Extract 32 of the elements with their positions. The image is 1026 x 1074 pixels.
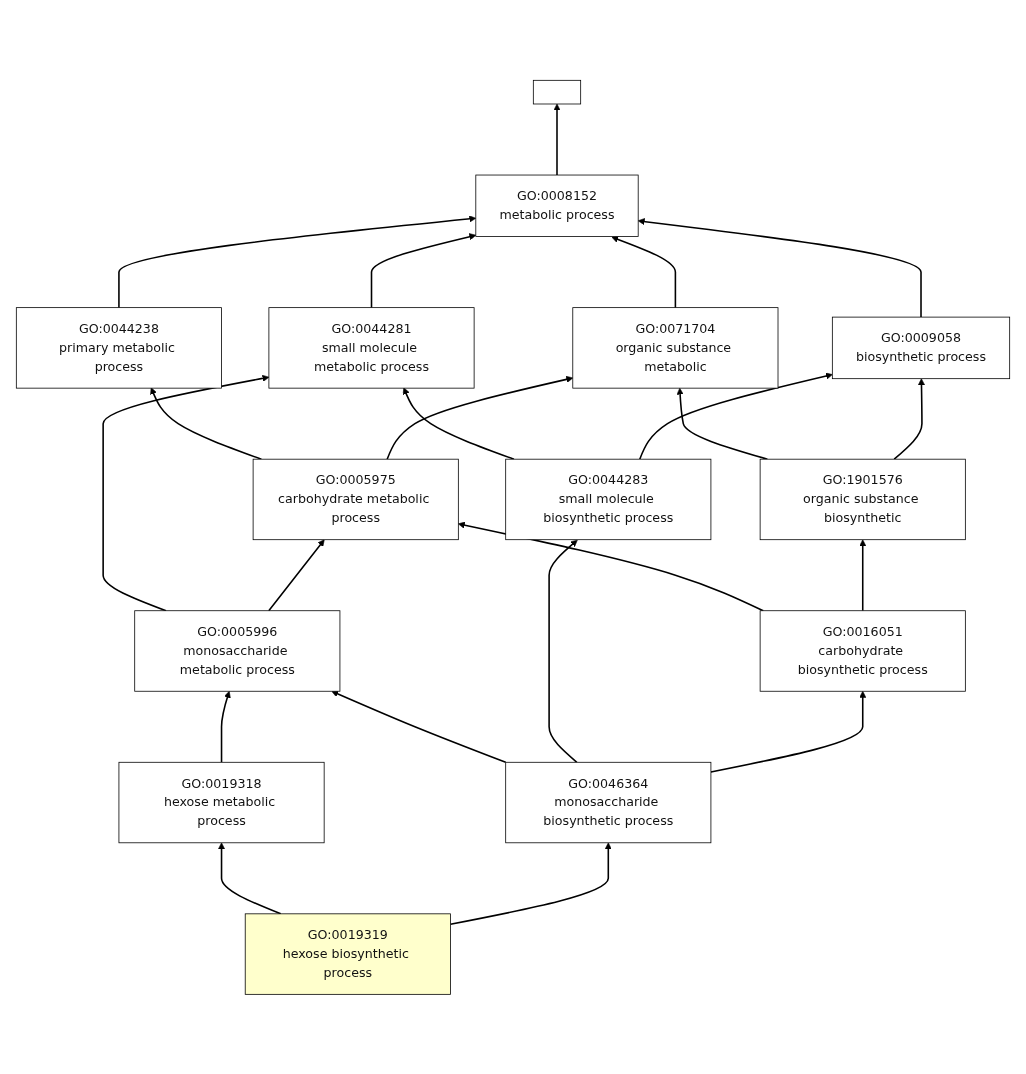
node-box: GO:0044283 small molecule biosynthetic process (505, 458, 712, 540)
node-box: GO:0044238 primary metabolic process (15, 306, 222, 389)
node-box: GO:0019319 hexose biosynthetic process (244, 913, 451, 995)
arrow (637, 217, 922, 318)
node-box: GO:0005975 carbohydrate metabolic process (252, 458, 459, 540)
node-box: GO:0046364 monosaccharide biosynthetic process (505, 761, 712, 843)
arrow (893, 378, 925, 460)
arrow (118, 215, 477, 309)
node-box: GO:0005996 monosaccharide metabolic process (134, 610, 341, 692)
arrow (218, 842, 282, 915)
node-box (532, 79, 582, 105)
arrow (267, 539, 325, 612)
node-box: GO:0016051 carbohydrate biosynthetic process (759, 610, 966, 692)
arrow (370, 232, 477, 309)
arrow (331, 690, 507, 763)
arrow (102, 374, 270, 612)
arrow (458, 521, 764, 612)
node-box: GO:1901576 organic substance biosynthetic (759, 458, 966, 540)
node-box: GO:0008152 metabolic process (475, 174, 639, 237)
node-box: GO:0009058 biosynthetic process (831, 316, 1011, 379)
arrow (611, 235, 677, 309)
arrow (548, 539, 578, 763)
arrow (638, 372, 833, 460)
arrow (859, 539, 867, 612)
arrow (386, 375, 574, 460)
node-box: GO:0071704 organic substance metabolic (572, 306, 779, 389)
node-box: GO:0019318 hexose metabolic process (118, 761, 325, 843)
node-box: GO:0044281 small molecule metabolic process (268, 306, 475, 389)
arrow (553, 103, 561, 176)
arrow (710, 690, 867, 773)
arrow (220, 690, 231, 763)
arrow (449, 842, 612, 925)
